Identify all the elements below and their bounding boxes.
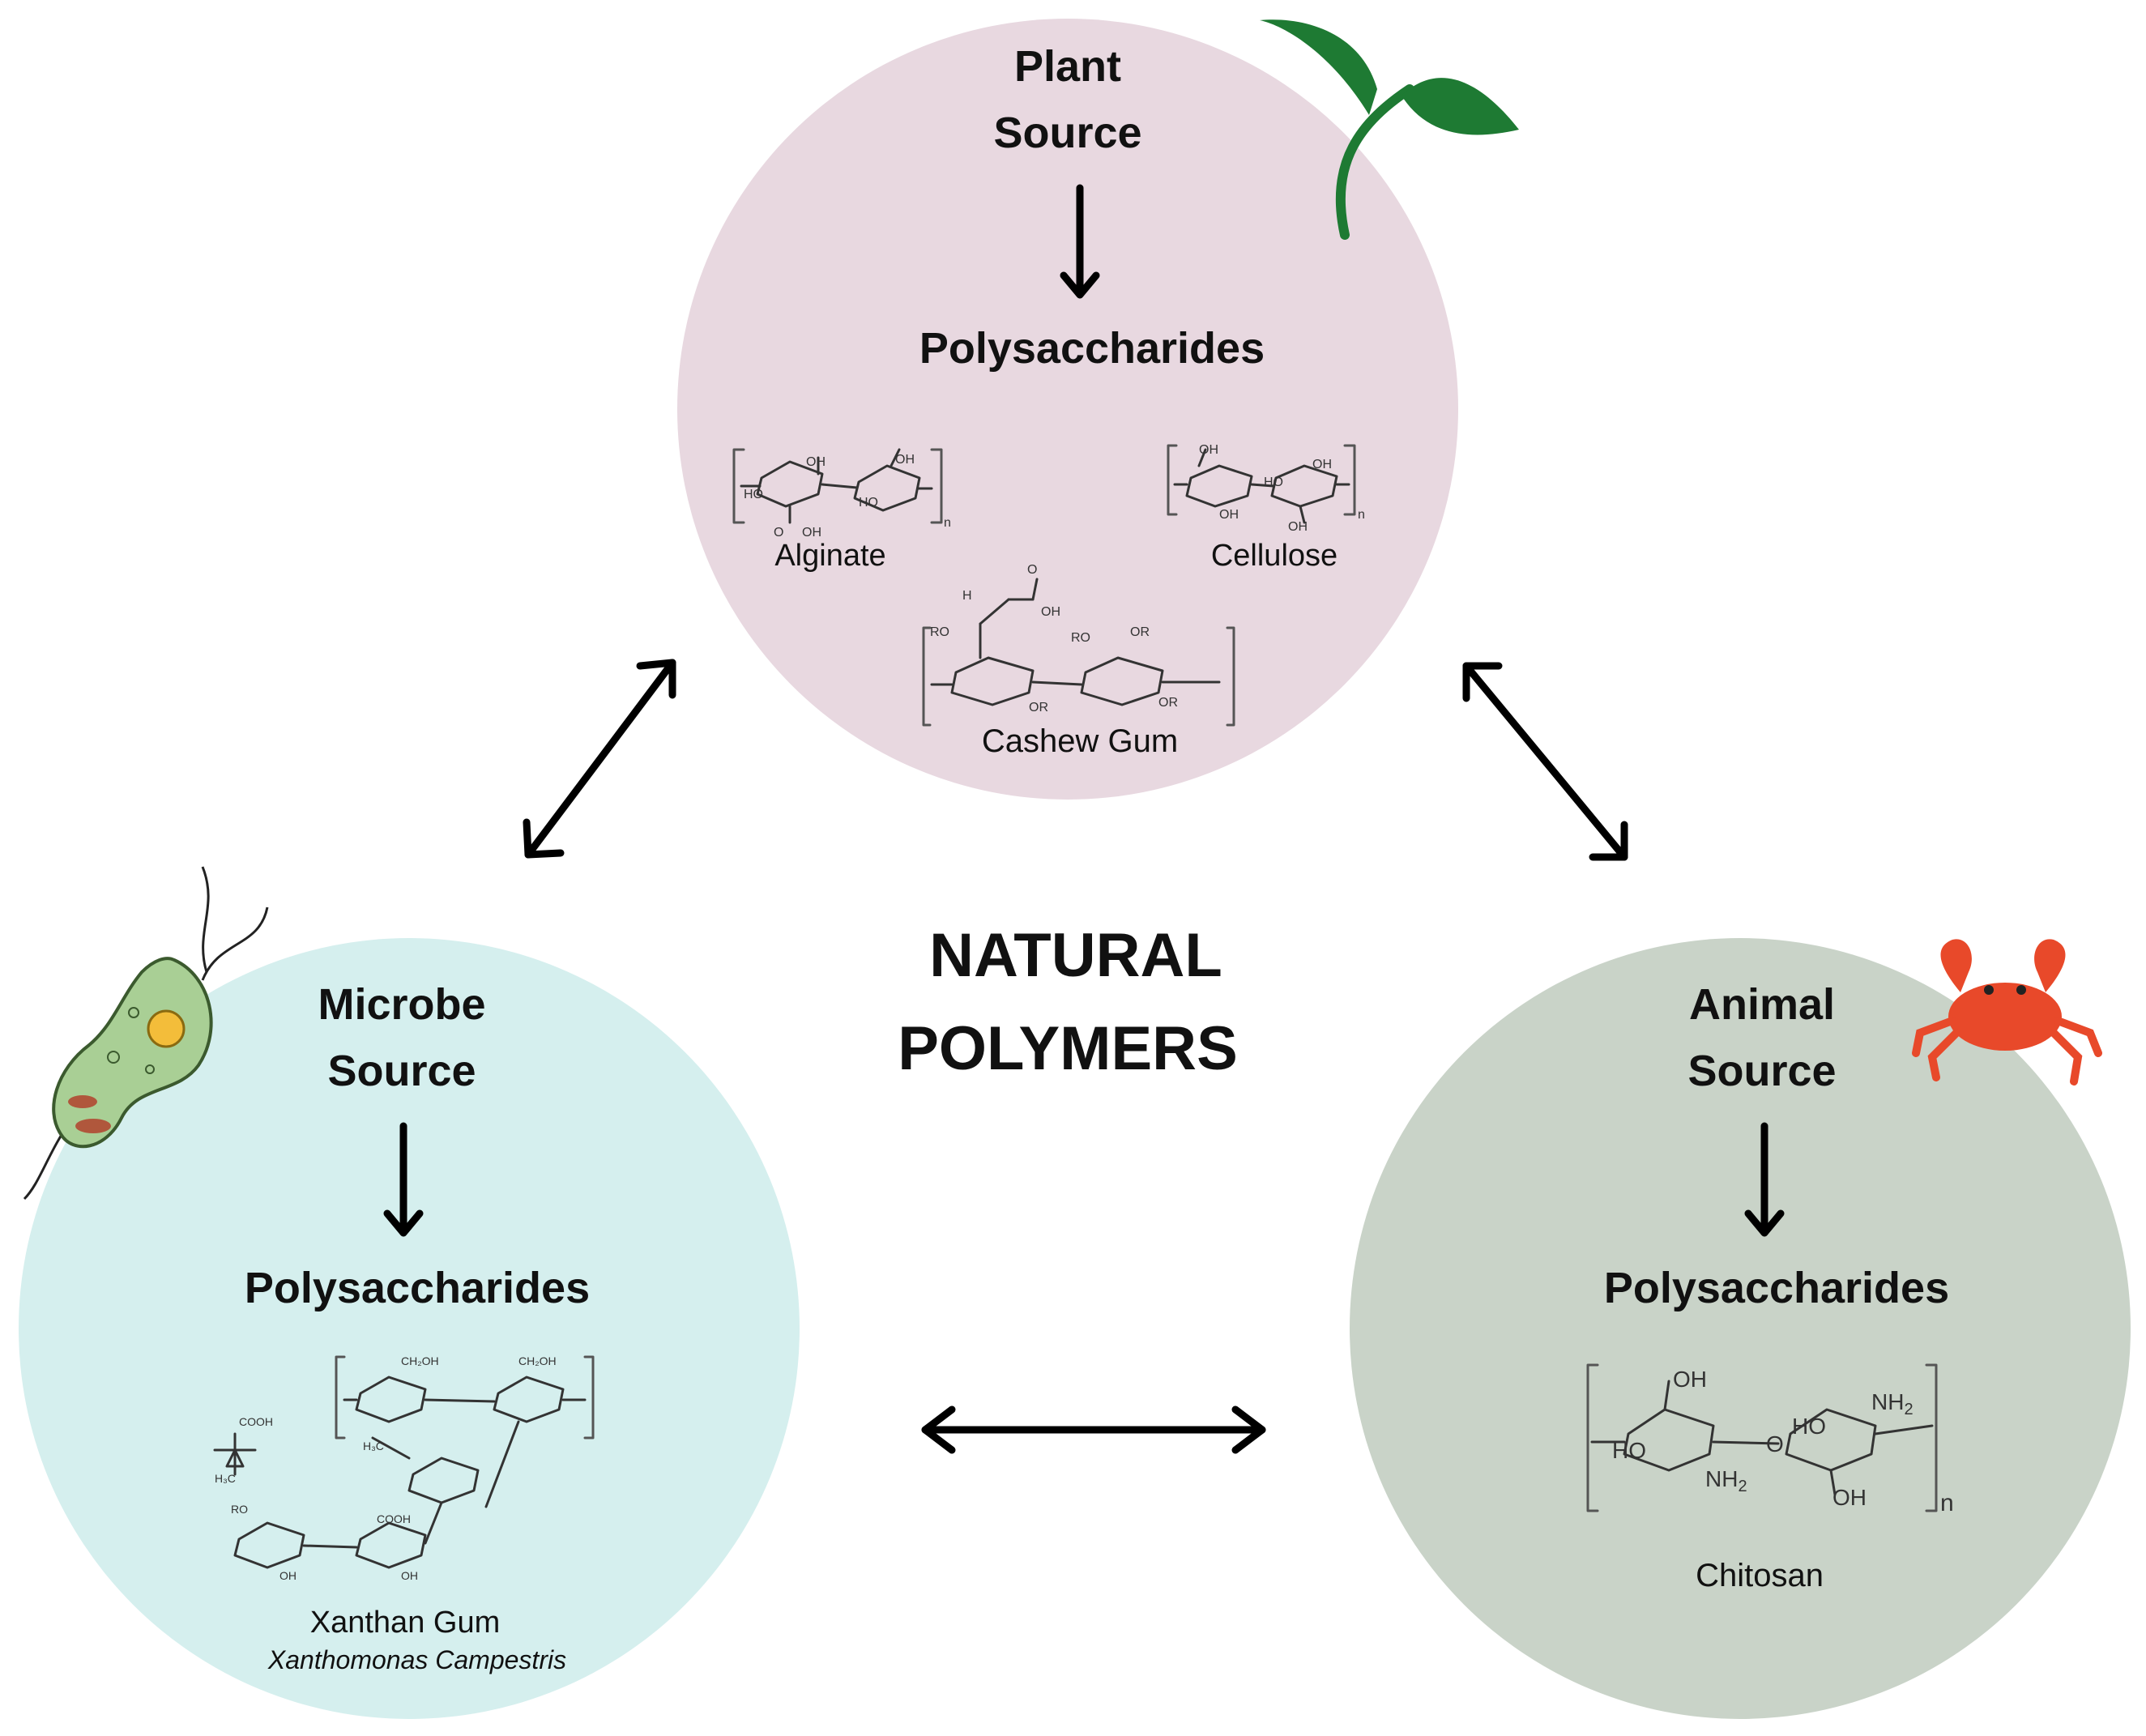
- svg-text:COOH: COOH: [239, 1415, 273, 1428]
- microbe-source-circle: [19, 938, 800, 1719]
- chitosan-label: Chitosan: [1696, 1558, 1824, 1593]
- microbe-heading-line1: Microbe: [318, 980, 485, 1029]
- plant-heading-line2: Source: [993, 109, 1141, 157]
- plant-polysaccharides-label: Polysaccharides: [919, 324, 1265, 373]
- animal-source-circle: [1350, 938, 2131, 1719]
- svg-text:OH: OH: [802, 526, 821, 540]
- svg-text:NH2: NH2: [1705, 1466, 1747, 1495]
- svg-text:OH: OH: [1041, 605, 1060, 619]
- animal-polysaccharides-label: Polysaccharides: [1604, 1264, 1949, 1312]
- svg-text:RO: RO: [1071, 631, 1090, 645]
- svg-text:O: O: [1766, 1431, 1784, 1457]
- animal-down-arrow: [1744, 1122, 1785, 1237]
- svg-text:COOH: COOH: [377, 1512, 411, 1525]
- svg-text:OH: OH: [895, 453, 915, 467]
- animal-heading-line1: Animal: [1689, 980, 1835, 1029]
- svg-text:OH: OH: [279, 1569, 297, 1582]
- xanthan-gum-label: Xanthan Gum: [310, 1606, 500, 1640]
- cashew-gum-structure: H O OH RO OR RO OR OR: [922, 563, 1235, 727]
- chitosan-structure: OH HO NH2 O HO NH2 OH n: [1586, 1363, 1954, 1516]
- svg-text:HO: HO: [1612, 1438, 1646, 1463]
- xanthomonas-label: Xanthomonas Campestris: [267, 1645, 566, 1674]
- plant-source-circle: [677, 19, 1458, 800]
- svg-text:OH: OH: [1312, 458, 1332, 471]
- alginate-label: Alginate: [774, 539, 885, 573]
- svg-text:H: H: [962, 589, 972, 603]
- svg-text:NH2: NH2: [1871, 1389, 1913, 1418]
- svg-text:OR: OR: [1130, 625, 1150, 639]
- center-title-line1: NATURAL: [929, 921, 1222, 990]
- animal-heading-line2: Source: [1687, 1047, 1836, 1095]
- svg-text:HO: HO: [859, 496, 878, 510]
- svg-text:H₃C: H₃C: [363, 1440, 384, 1452]
- svg-text:OH: OH: [1219, 508, 1239, 522]
- svg-text:HO: HO: [1264, 476, 1283, 489]
- plant-heading-line1: Plant: [1014, 42, 1121, 91]
- svg-text:O: O: [1027, 563, 1037, 577]
- svg-text:CH₂OH: CH₂OH: [401, 1354, 439, 1367]
- svg-text:OR: OR: [1158, 696, 1178, 710]
- svg-text:n: n: [1940, 1490, 1954, 1516]
- svg-text:RO: RO: [930, 625, 949, 639]
- plant-animal-double-arrow: [1462, 662, 1628, 861]
- plant-down-arrow: [1060, 184, 1100, 299]
- svg-text:OR: OR: [1029, 701, 1048, 714]
- svg-text:OH: OH: [1288, 520, 1308, 534]
- cellulose-label: Cellulose: [1211, 539, 1338, 573]
- svg-text:CH₂OH: CH₂OH: [518, 1354, 557, 1367]
- svg-text:OH: OH: [1199, 443, 1218, 457]
- svg-text:OH: OH: [806, 455, 826, 469]
- svg-text:O: O: [774, 526, 783, 540]
- svg-text:HO: HO: [1792, 1414, 1826, 1439]
- svg-text:OH: OH: [1673, 1367, 1707, 1392]
- svg-text:H₃C: H₃C: [215, 1472, 236, 1485]
- bacterium-icon: [23, 866, 269, 1201]
- crab-icon: [1912, 939, 2102, 1086]
- sprout-icon: [1260, 19, 1519, 240]
- microbe-heading-line2: Source: [327, 1047, 476, 1095]
- cellulose-structure: OH OH HO OH OH n: [1167, 443, 1365, 534]
- svg-text:OH: OH: [1832, 1485, 1867, 1510]
- svg-text:n: n: [1358, 508, 1365, 522]
- plant-microbe-double-arrow: [523, 659, 676, 859]
- cashew-gum-label: Cashew Gum: [982, 723, 1178, 759]
- center-title-line2: POLYMERS: [898, 1014, 1238, 1083]
- svg-text:RO: RO: [231, 1503, 248, 1516]
- alginate-structure: OH HO O OH HO OH n: [732, 448, 951, 540]
- microbe-down-arrow: [383, 1122, 424, 1237]
- svg-text:HO: HO: [744, 488, 763, 501]
- microbe-animal-double-arrow: [921, 1405, 1266, 1454]
- microbe-polysaccharides-label: Polysaccharides: [245, 1264, 590, 1312]
- svg-text:n: n: [944, 516, 951, 530]
- svg-text:OH: OH: [401, 1569, 418, 1582]
- xanthan-gum-structure: CH₂OH CH₂OH H₃C COOH RO COOH H₃C OH OH: [213, 1354, 595, 1582]
